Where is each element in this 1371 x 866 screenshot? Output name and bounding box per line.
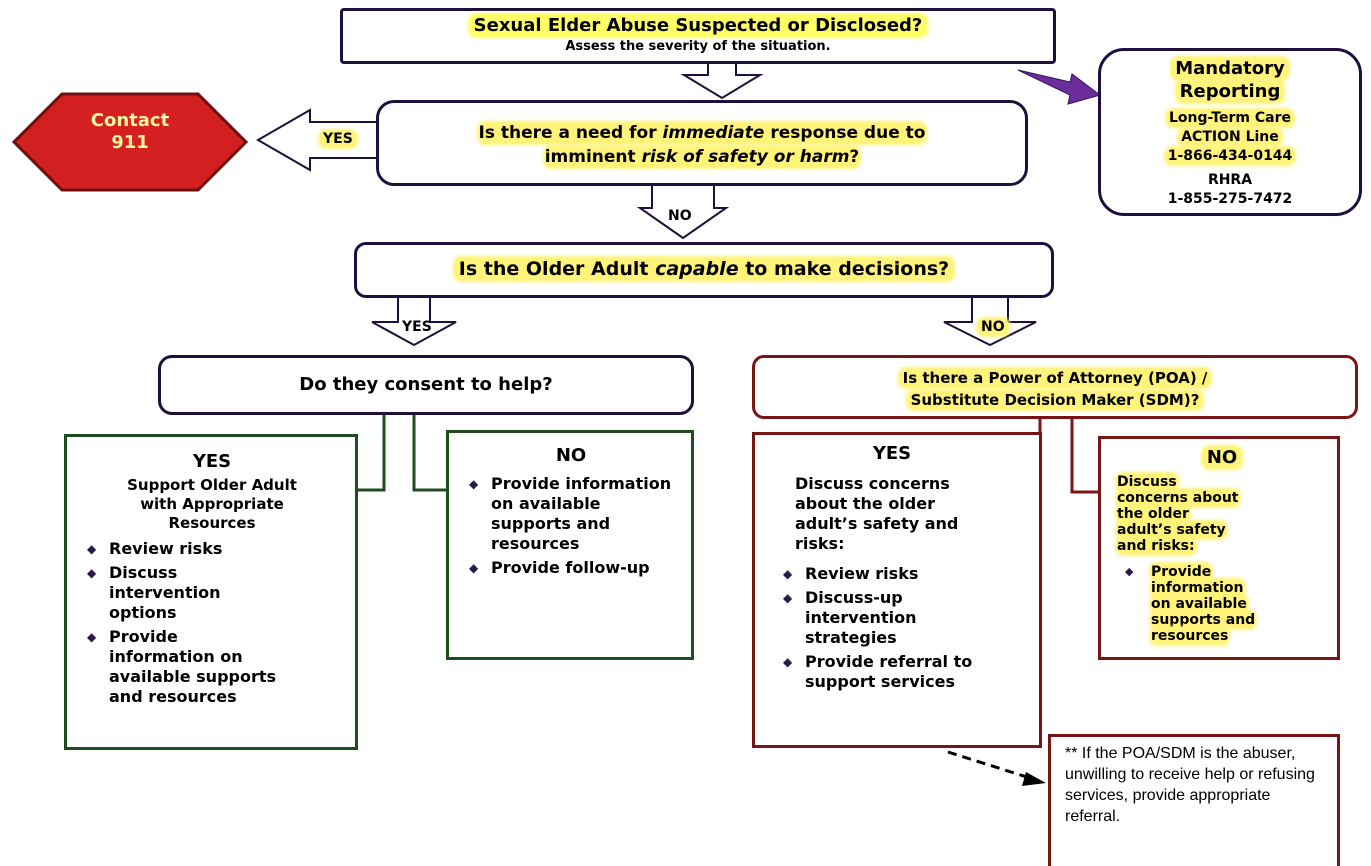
poa-yes-intro: Discuss concerns about the older adult’s… bbox=[795, 474, 959, 553]
contact-line1: Contact bbox=[90, 110, 170, 131]
capable-no-label: NO bbox=[978, 319, 1008, 335]
poa-no-item: ◆ Provide information on available suppo… bbox=[1125, 564, 1256, 644]
immediate-no-label: NO bbox=[668, 208, 692, 224]
capable-yes-label: YES bbox=[402, 319, 432, 335]
start-title: Sexual Elder Abuse Suspected or Disclose… bbox=[469, 15, 927, 36]
consent-yes-sub1: Support Older Adult bbox=[127, 476, 297, 494]
list-item: ◆Provide information on available suppor… bbox=[469, 474, 672, 553]
rhra-phone: 1-855-275-7472 bbox=[1167, 191, 1293, 207]
bullet-icon: ◆ bbox=[469, 477, 479, 491]
list-item: ◆Discuss-up intervention strategies bbox=[783, 588, 917, 647]
mandatory-arrow bbox=[1017, 69, 1102, 105]
poa-yes-list: ◆Review risks ◆Discuss-up intervention s… bbox=[775, 564, 1029, 692]
list-item: ◆Review risks bbox=[87, 539, 223, 558]
bullet-icon: ◆ bbox=[469, 561, 479, 575]
consent-yes-connector bbox=[358, 414, 386, 492]
consent-yes-box: YES Support Older Adult with Appropriate… bbox=[64, 434, 358, 750]
capable-yes-arrow bbox=[371, 295, 457, 347]
immediate-box: Is there a need for immediate response d… bbox=[376, 100, 1028, 186]
list-item: ◆Provide referral to support services bbox=[783, 652, 973, 691]
poa-question-line1: Is there a Power of Attorney (POA) / bbox=[899, 369, 1211, 387]
poa-no-intro: Discuss concerns about the older adult’s… bbox=[1117, 474, 1239, 554]
poa-no-heading: NO bbox=[1202, 447, 1242, 468]
mandatory-title-line2: Reporting bbox=[1176, 81, 1284, 102]
capable-question: Is the Older Adult capable to make decis… bbox=[454, 258, 954, 280]
note-dashed-line bbox=[947, 750, 1031, 780]
referral-note-box: ** If the POA/SDM is the abuser, unwilli… bbox=[1048, 734, 1340, 866]
immediate-question-line2: imminent risk of safety or harm? bbox=[544, 147, 860, 167]
ltc-line2: ACTION Line bbox=[1179, 129, 1281, 145]
poa-yes-box: YES Discuss concerns about the older adu… bbox=[752, 432, 1042, 748]
contact-911-hexagon bbox=[12, 92, 248, 192]
list-item: ◆Discuss intervention options bbox=[87, 563, 221, 622]
consent-yes-list: ◆Review risks ◆Discuss intervention opti… bbox=[79, 539, 345, 707]
consent-no-heading: NO bbox=[555, 445, 587, 466]
contact-911-text: Contact 911 bbox=[12, 110, 248, 154]
bullet-icon: ◆ bbox=[87, 566, 97, 580]
mandatory-reporting-box: Mandatory Reporting Long-Term Care ACTIO… bbox=[1098, 48, 1362, 216]
start-box: Sexual Elder Abuse Suspected or Disclose… bbox=[340, 8, 1056, 64]
ltc-line1: Long-Term Care bbox=[1167, 110, 1293, 126]
contact-line2: 911 bbox=[111, 132, 149, 153]
consent-box: Do they consent to help? bbox=[158, 355, 694, 415]
no-arrow-down bbox=[636, 184, 730, 240]
mandatory-title-line1: Mandatory bbox=[1172, 58, 1288, 79]
bullet-icon: ◆ bbox=[1125, 565, 1134, 578]
poa-no-connector bbox=[1070, 418, 1098, 494]
bullet-icon: ◆ bbox=[87, 630, 97, 644]
list-item: ◆Provide information on available suppor… bbox=[87, 627, 277, 706]
ltc-phone: 1-866-434-0144 bbox=[1165, 148, 1295, 164]
list-item: ◆Review risks bbox=[783, 564, 919, 583]
consent-yes-sub2: with Appropriate bbox=[140, 495, 284, 513]
poa-box: Is there a Power of Attorney (POA) / Sub… bbox=[752, 355, 1358, 419]
immediate-question-line1: Is there a need for immediate response d… bbox=[478, 123, 926, 143]
poa-no-box: NO Discuss concerns about the older adul… bbox=[1098, 436, 1340, 660]
bullet-icon: ◆ bbox=[87, 542, 97, 556]
down-arrow-start bbox=[680, 57, 764, 100]
consent-question: Do they consent to help? bbox=[299, 374, 553, 395]
yes-arrow-left bbox=[255, 108, 379, 172]
rhra-label: RHRA bbox=[1207, 172, 1253, 188]
consent-no-list: ◆Provide information on available suppor… bbox=[461, 474, 681, 578]
bullet-icon: ◆ bbox=[783, 591, 793, 605]
bullet-icon: ◆ bbox=[783, 655, 793, 669]
list-item: ◆Provide follow-up bbox=[469, 558, 650, 577]
note-arrowhead bbox=[1022, 772, 1046, 786]
consent-no-connector bbox=[412, 414, 448, 492]
poa-question-line2: Substitute Decision Maker (SDM)? bbox=[907, 391, 1203, 409]
poa-yes-heading: YES bbox=[872, 443, 912, 464]
consent-no-box: NO ◆Provide information on available sup… bbox=[446, 430, 694, 660]
capable-box: Is the Older Adult capable to make decis… bbox=[354, 242, 1054, 298]
start-subtitle: Assess the severity of the situation. bbox=[565, 39, 831, 54]
referral-note-text: ** If the POA/SDM is the abuser, unwilli… bbox=[1065, 745, 1315, 825]
bullet-icon: ◆ bbox=[783, 567, 793, 581]
consent-yes-sub3: Resources bbox=[168, 514, 256, 532]
immediate-yes-label: YES bbox=[320, 131, 356, 147]
consent-yes-heading: YES bbox=[192, 451, 232, 472]
